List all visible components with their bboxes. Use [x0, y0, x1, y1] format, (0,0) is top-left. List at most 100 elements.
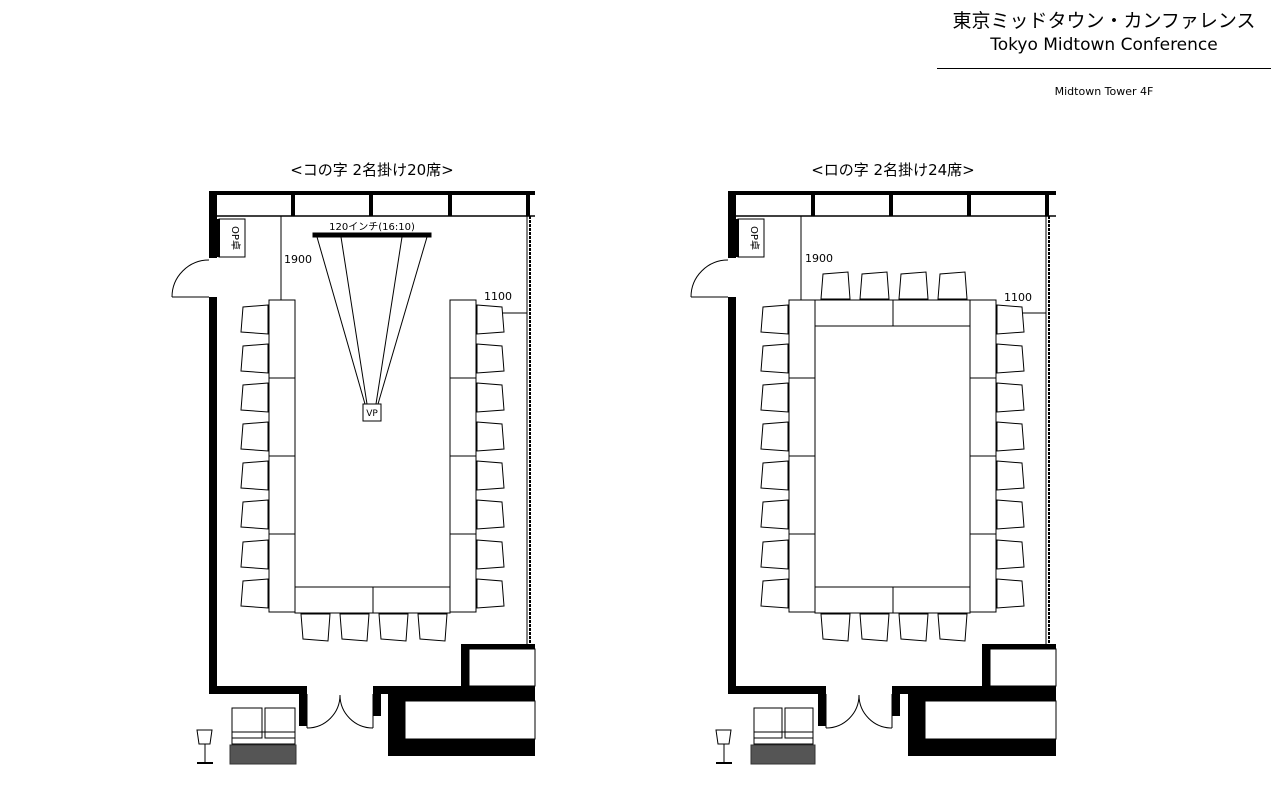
- chair: [240, 578, 269, 609]
- chair: [937, 271, 968, 300]
- chair: [996, 304, 1025, 335]
- chair: [996, 578, 1025, 609]
- screen-label: 120インチ(16:10): [329, 221, 415, 233]
- venue-title-en: Tokyo Midtown Conference: [990, 35, 1218, 55]
- chair: [996, 421, 1025, 452]
- lobby-sofa: [750, 707, 816, 765]
- dimension-1900: 1900: [284, 253, 312, 266]
- dimension-1900: 1900: [805, 252, 833, 265]
- chair: [760, 499, 789, 530]
- plan-title-hollow-square: <ロの字 2名掛け24席>: [811, 161, 975, 179]
- chair: [476, 343, 505, 374]
- chair: [240, 421, 269, 452]
- service-area: [388, 644, 536, 756]
- chair: [476, 421, 505, 452]
- chair: [240, 499, 269, 530]
- dimension-1100: 1100: [484, 290, 512, 303]
- table: [969, 377, 997, 457]
- chair: [476, 499, 505, 530]
- table: [788, 533, 816, 613]
- chair: [300, 613, 331, 642]
- chair: [240, 539, 269, 570]
- venue-subtitle: Midtown Tower 4F: [1054, 85, 1154, 98]
- chair: [820, 271, 851, 300]
- op-desk-label: OP卓: [748, 226, 760, 250]
- venue-title-jp: 東京ミッドタウン・カンファレンス: [952, 10, 1256, 32]
- chair: [476, 460, 505, 491]
- table: [268, 533, 296, 613]
- service-area: [908, 644, 1057, 756]
- table: [294, 586, 374, 614]
- table: [892, 299, 971, 327]
- op-desk-label: OP卓: [229, 226, 241, 250]
- top-wall: [209, 191, 535, 217]
- plan-title-u-shape: <コの字 2名掛け20席>: [290, 161, 454, 179]
- chair: [476, 578, 505, 609]
- projector-label: VP: [366, 409, 378, 419]
- table: [969, 455, 997, 535]
- header-divider: [937, 68, 1271, 69]
- table: [814, 299, 894, 327]
- floor-plan-u-shape: OP卓: [171, 191, 536, 765]
- left-wall: [209, 216, 217, 693]
- table: [788, 377, 816, 457]
- side-door: [171, 259, 210, 298]
- bottom-wall: [728, 686, 982, 726]
- chair: [996, 460, 1025, 491]
- floor-lamp: [196, 729, 213, 764]
- projector-box: [362, 403, 382, 422]
- table: [449, 455, 477, 535]
- table: [814, 586, 894, 614]
- table: [969, 299, 997, 379]
- chair: [859, 613, 890, 642]
- chair: [859, 271, 890, 300]
- venue-header: 東京ミッドタウン・カンファレンス Tokyo Midtown Conferenc…: [937, 8, 1271, 98]
- main-double-door: [306, 694, 374, 729]
- chair: [996, 499, 1025, 530]
- top-wall: [728, 191, 1056, 217]
- main-double-door: [825, 694, 893, 729]
- left-wall: [728, 216, 736, 693]
- table: [788, 299, 816, 379]
- projection-screen: [312, 232, 432, 405]
- chair: [898, 613, 929, 642]
- chair: [996, 382, 1025, 413]
- side-door: [690, 259, 729, 298]
- chair: [339, 613, 370, 642]
- chair: [760, 578, 789, 609]
- op-desk: [736, 218, 765, 258]
- op-desk: [217, 218, 246, 258]
- dimension-1100: 1100: [1004, 291, 1032, 304]
- chair: [760, 421, 789, 452]
- table: [372, 586, 451, 614]
- chair: [820, 613, 851, 642]
- chair: [476, 304, 505, 335]
- chair: [240, 343, 269, 374]
- chair: [760, 539, 789, 570]
- table: [268, 455, 296, 535]
- table: [892, 586, 971, 614]
- bottom-wall: [209, 686, 463, 726]
- chair: [760, 343, 789, 374]
- chair: [937, 613, 968, 642]
- lobby-sofa: [229, 707, 297, 765]
- chair: [760, 304, 789, 335]
- chair: [760, 460, 789, 491]
- chair: [996, 343, 1025, 374]
- chair: [417, 613, 448, 642]
- chair: [240, 304, 269, 335]
- chair: [996, 539, 1025, 570]
- chair: [240, 382, 269, 413]
- chair: [240, 460, 269, 491]
- floor-lamp: [715, 729, 732, 764]
- chair: [760, 382, 789, 413]
- table: [969, 533, 997, 613]
- chair: [476, 382, 505, 413]
- chair: [378, 613, 409, 642]
- table: [268, 299, 296, 379]
- table: [268, 377, 296, 457]
- floor-plan-hollow-square: OP卓: [690, 191, 1057, 765]
- chair: [476, 539, 505, 570]
- table: [449, 533, 477, 613]
